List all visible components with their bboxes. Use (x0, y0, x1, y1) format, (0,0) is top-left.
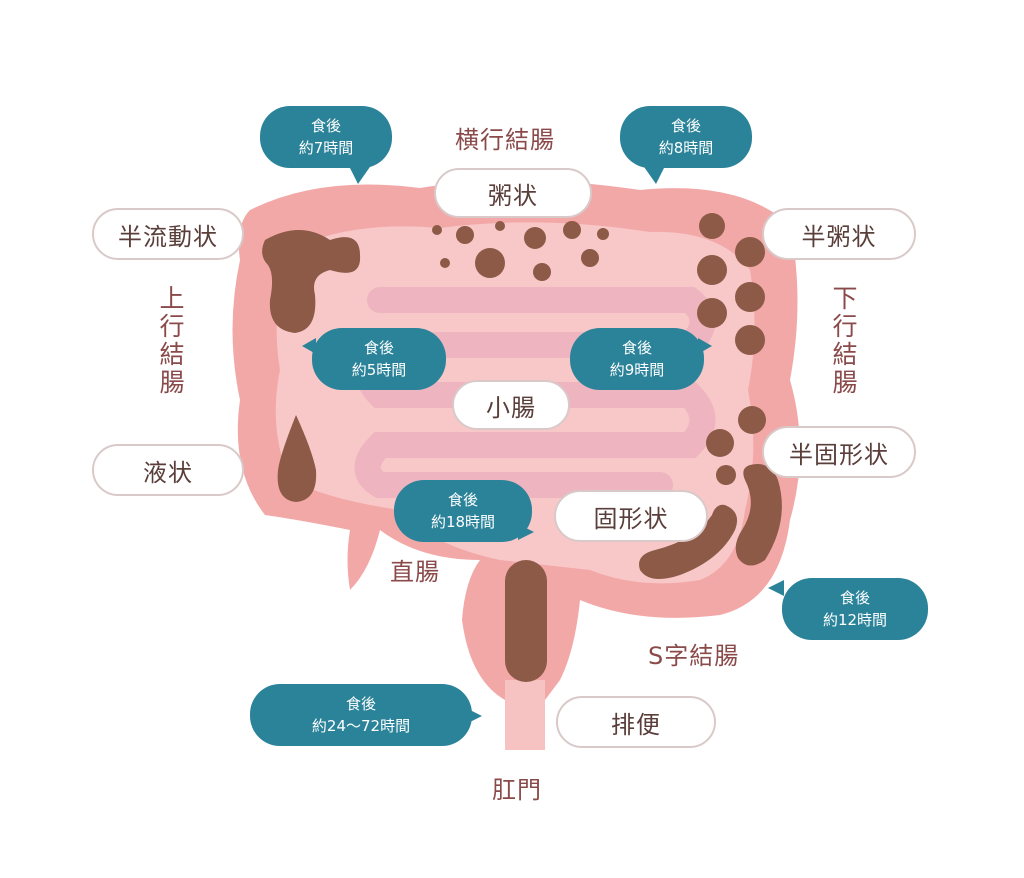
liquid-state-label: 液状 (92, 444, 244, 496)
timing-bubble-24-72h: 食後 約24〜72時間 (250, 684, 482, 746)
ascending-colon-label: 上行結腸 (156, 285, 185, 397)
defecation-label: 排便 (556, 696, 716, 748)
timing-bubble-9h: 食後 約9時間 (570, 328, 712, 390)
solid-stool (639, 504, 738, 579)
half-solid-stool (716, 465, 736, 485)
porridge-stool (475, 248, 505, 278)
rectum-stool (505, 560, 547, 682)
solid-stool (735, 464, 782, 566)
stool-marks (262, 213, 782, 682)
timing-bubble-5h: 食後 約5時間 (302, 328, 446, 390)
timing-value: 約9時間 (609, 361, 665, 379)
timing-prefix: 食後 (310, 117, 341, 135)
timing-value: 約7時間 (298, 139, 354, 157)
sigmoid-colon-label: S字結腸 (648, 642, 740, 670)
half-solid-state-label: 半固形状 (762, 426, 916, 478)
half-solid-stool (738, 406, 766, 434)
half-porridge-stool (735, 237, 765, 267)
bubble-tail (518, 524, 534, 540)
timing-bubble-8h: 食後 約8時間 (620, 106, 752, 184)
timing-value: 約18時間 (430, 513, 496, 531)
timing-bubble-7h: 食後 約7時間 (260, 106, 392, 184)
porridge-state-label: 粥状 (434, 168, 592, 218)
timing-prefix: 食後 (345, 695, 376, 713)
timing-value: 約24〜72時間 (311, 717, 411, 735)
porridge-stool (432, 225, 442, 235)
porridge-stool (440, 258, 450, 268)
bubble-tail (348, 164, 372, 184)
porridge-stool (597, 228, 609, 240)
porridge-stool (533, 263, 551, 281)
solid-state-label: 固形状 (554, 490, 708, 542)
timing-prefix: 食後 (363, 339, 394, 357)
timing-bubble-12h: 食後 約12時間 (768, 578, 928, 640)
half-porridge-stool (697, 298, 727, 328)
descending-colon-label: 下行結腸 (829, 285, 858, 397)
bubble-tail (466, 708, 482, 724)
porridge-stool (495, 221, 505, 231)
anus-label: 肛門 (492, 776, 542, 804)
timing-prefix: 食後 (447, 491, 478, 509)
liquid-stool (277, 415, 317, 502)
timing-value: 約12時間 (822, 611, 888, 629)
half-porridge-stool (735, 282, 765, 312)
porridge-stool (581, 249, 599, 267)
porridge-stool (456, 226, 474, 244)
half-fluid-state-label: 半流動状 (92, 208, 244, 260)
bubble-tail (642, 164, 666, 184)
bubble-tail (698, 338, 712, 354)
half-fluid-stool (262, 230, 361, 333)
timing-prefix: 食後 (670, 117, 701, 135)
bubble-tail (302, 338, 316, 354)
porridge-stool (524, 227, 546, 249)
timing-value: 約5時間 (351, 361, 407, 379)
half-porridge-stool (699, 213, 725, 239)
half-porridge-stool (697, 255, 727, 285)
timing-prefix: 食後 (839, 589, 870, 607)
bubble-tail (768, 580, 784, 596)
porridge-stool (563, 221, 581, 239)
half-solid-stool (706, 429, 734, 457)
timing-prefix: 食後 (621, 339, 652, 357)
timing-value: 約8時間 (658, 139, 714, 157)
rectum-label: 直腸 (390, 558, 440, 586)
transverse-colon-label: 横行結腸 (455, 126, 555, 154)
small-intestine-label: 小腸 (452, 380, 570, 430)
timing-bubble-18h: 食後 約18時間 (394, 480, 534, 542)
half-porridge-state-label: 半粥状 (762, 208, 916, 260)
half-porridge-stool (735, 325, 765, 355)
anal-canal (505, 680, 545, 750)
